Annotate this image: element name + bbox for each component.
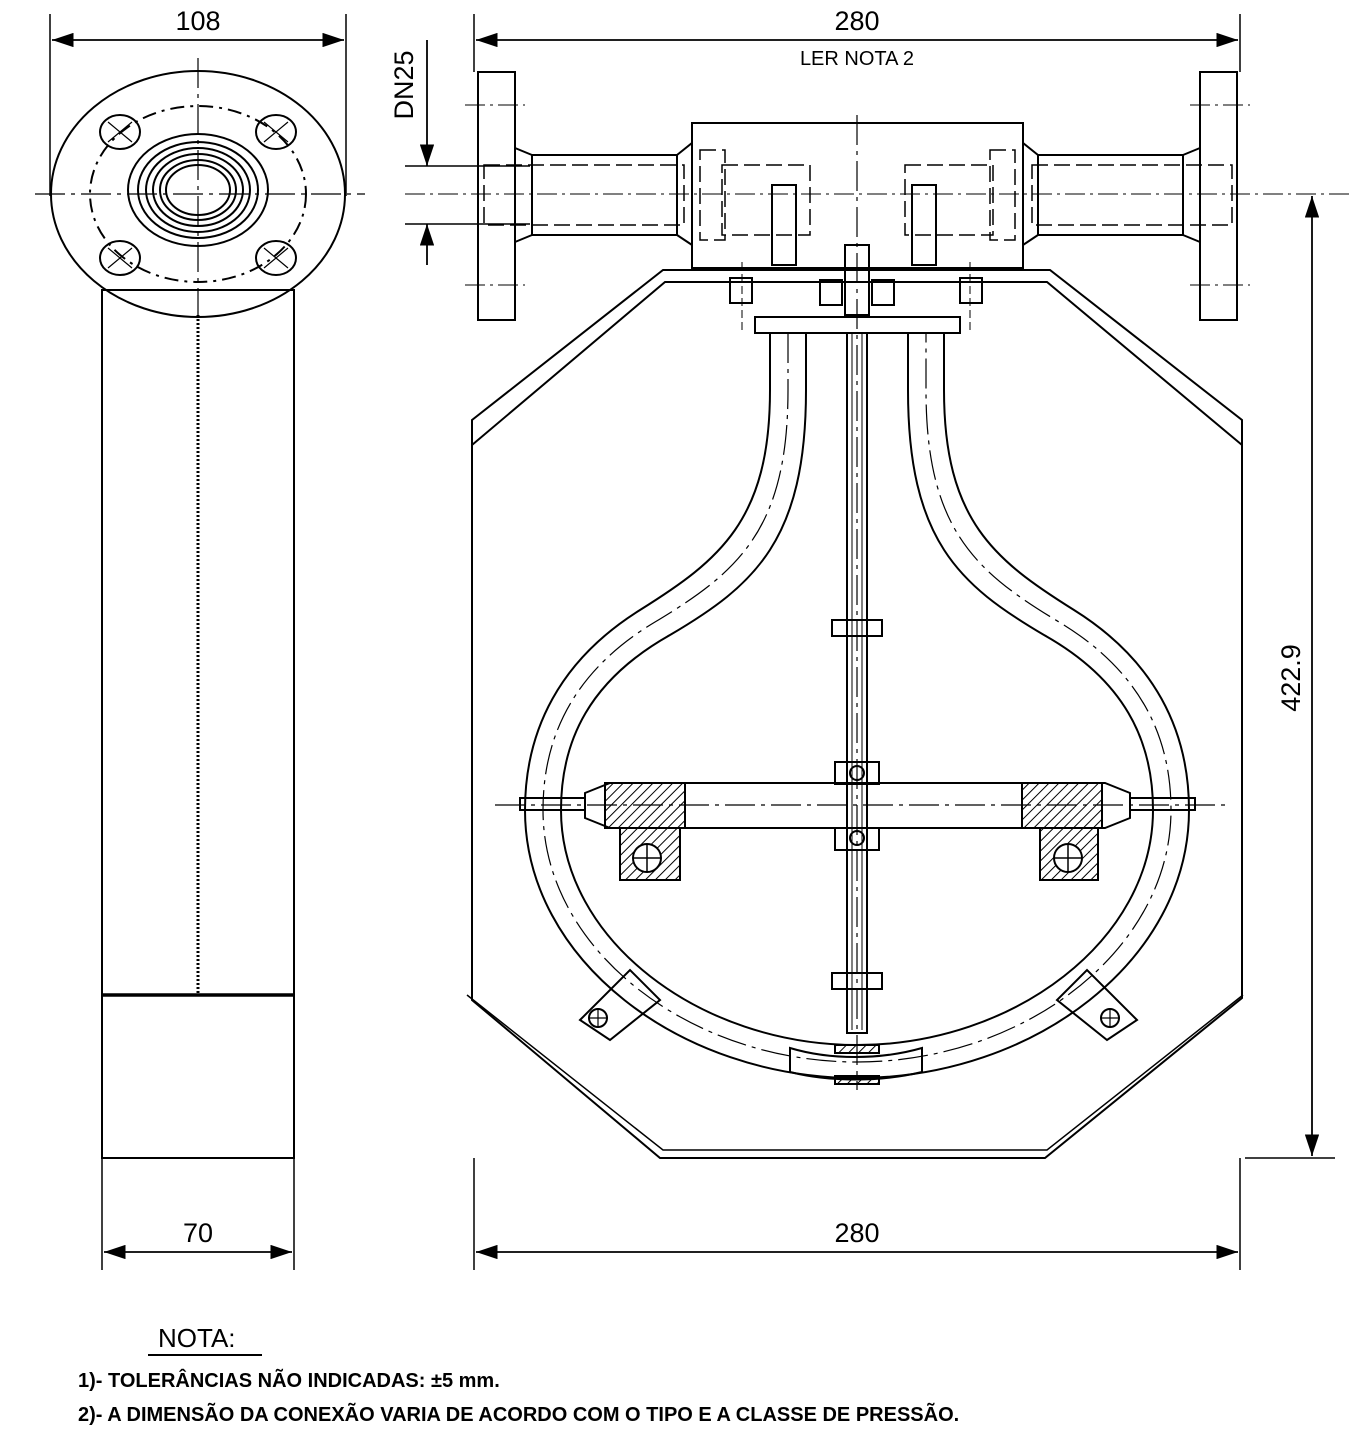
note-1: 1)- TOLERÂNCIAS NÃO INDICADAS: ±5 mm. (78, 1368, 500, 1392)
side-view (35, 14, 365, 1270)
left-flange (477, 71, 516, 321)
right-flange (1199, 71, 1238, 321)
central-rod (846, 332, 868, 1034)
side-body (101, 289, 295, 1159)
bolt-holes (99, 114, 297, 276)
note-2: 2)- A DIMENSÃO DA CONEXÃO VARIA DE ACORD… (78, 1403, 959, 1426)
dim-top-length: 280 (834, 6, 879, 36)
dim-nominal-diameter: DN25 (389, 50, 419, 119)
housing-outline (471, 420, 1243, 1159)
dim-top-note: LER NOTA 2 (800, 48, 914, 70)
notes-title: NOTA: (158, 1323, 236, 1353)
front-view (405, 14, 1350, 1270)
dim-height: 422.9 (1276, 644, 1306, 712)
dim-bottom-length: 280 (834, 1218, 879, 1248)
dim-side-flange-width: 108 (175, 6, 220, 36)
dim-side-body-width: 70 (183, 1218, 213, 1248)
